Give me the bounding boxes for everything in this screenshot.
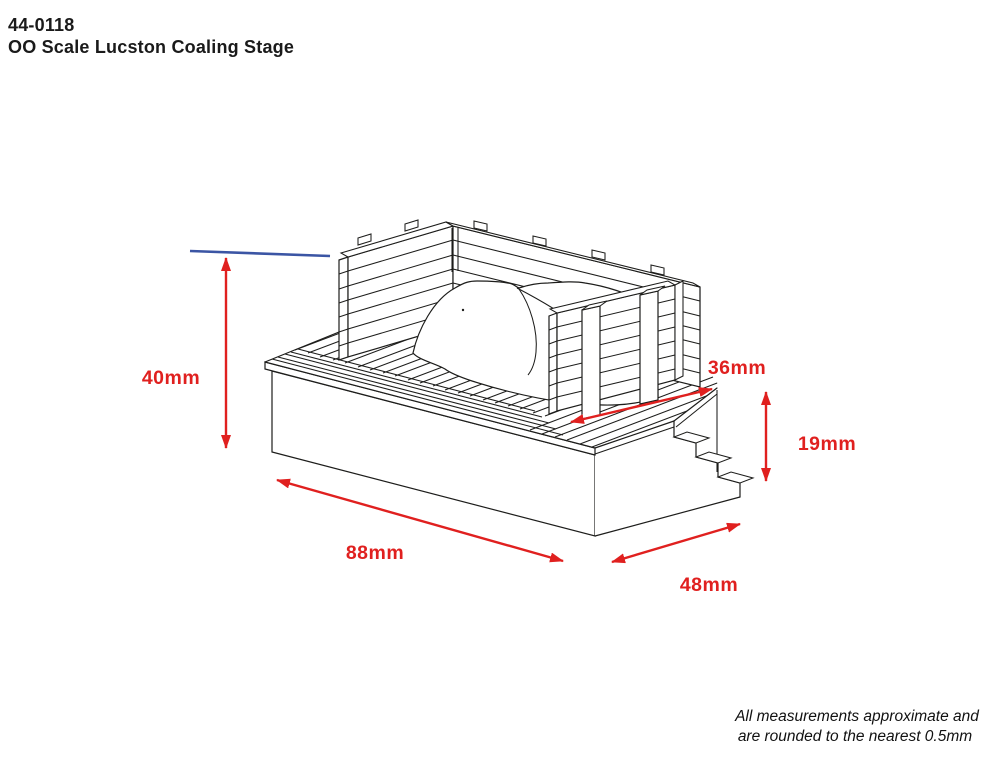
product-code: 44-0118 [8, 15, 74, 35]
coal-speck [461, 308, 465, 312]
coaling-stage-drawing [264, 219, 755, 537]
dimension-arrow-base-length [276, 478, 564, 563]
back-wall-tab [650, 264, 665, 276]
dimension-label-platform-height: 19mm [798, 433, 856, 455]
plinth-right-face [595, 388, 740, 536]
dimension-label-overall-height: 40mm [142, 367, 200, 389]
post-cap [639, 285, 666, 296]
footnote-line-2: are rounded to the nearest 0.5mm [738, 728, 972, 745]
dimension-arrows [221, 257, 771, 564]
dimension-arrow-base-width [611, 522, 741, 564]
left-wall-tab [357, 233, 372, 246]
post [581, 305, 601, 420]
step-tread [716, 471, 755, 484]
step-tread [694, 451, 733, 464]
deck-front-edge [264, 361, 596, 449]
dimension-arrow-platform-depth [570, 387, 713, 424]
post-cap [581, 300, 608, 311]
product-name: OO Scale Lucston Coaling Stage [8, 37, 294, 57]
step-tread [672, 431, 711, 444]
dimension-label-base-width: 48mm [680, 574, 738, 596]
header: 44-0118 OO Scale Lucston Coaling Stage [8, 15, 294, 57]
dimension-labels: 40mm 36mm 19mm 88mm 48mm [142, 357, 856, 596]
back-wall-tab [591, 249, 606, 261]
deck-left-edge [264, 331, 340, 363]
left-wall-plank-lines [338, 239, 454, 347]
back-wall-corner-lines [451, 227, 459, 272]
coal-heap-crease [518, 288, 537, 376]
reference-line-group [189, 249, 331, 258]
left-wall-tab [404, 219, 419, 232]
post [639, 290, 659, 405]
right-wall-corner-cap [674, 280, 684, 381]
back-wall-tab [532, 235, 547, 247]
footnote: All measurements approximate and are rou… [734, 708, 980, 745]
footnote-line-1: All measurements approximate and [734, 708, 980, 725]
height-reference-line [189, 249, 331, 258]
dimension-label-base-length: 88mm [346, 542, 404, 564]
back-wall-tab [473, 220, 488, 232]
deck-lip-edge [594, 420, 675, 449]
steps [594, 387, 755, 498]
deck-lip-fascia [594, 426, 675, 455]
dimension-label-platform-depth: 36mm [708, 357, 766, 379]
